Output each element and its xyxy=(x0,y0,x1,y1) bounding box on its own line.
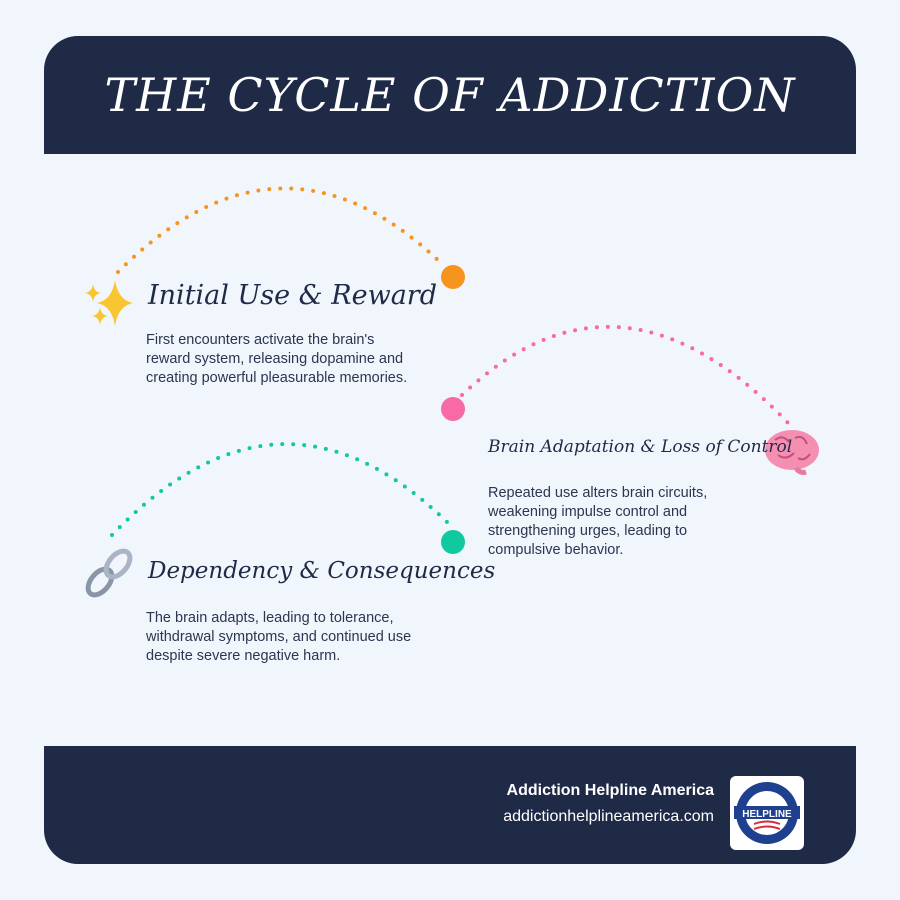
stage-description-initial-use: First encounters activate the brain's re… xyxy=(146,332,408,386)
node-brain-adaptation xyxy=(441,397,465,421)
stage-title-dependency: Dependency & Consequences xyxy=(148,558,496,584)
arc-dependency xyxy=(110,442,449,537)
brain-icon xyxy=(765,430,819,475)
stage-description-dependency: The brain adapts, leading to tolerance, … xyxy=(146,610,412,664)
arc-initial-use xyxy=(116,186,442,274)
stage-description-brain-adaptation: Repeated use alters brain circuits, weak… xyxy=(488,485,708,558)
chain-link-icon xyxy=(85,548,133,598)
infographic-card: THE CYCLE OF ADDICTION xyxy=(44,36,856,864)
node-initial-use xyxy=(441,265,465,289)
arc-brain-adaptation xyxy=(460,324,792,427)
node-dependency xyxy=(441,530,465,554)
sparkles-icon xyxy=(85,280,133,326)
stage-title-initial-use: Initial Use & Reward xyxy=(148,280,437,311)
header: THE CYCLE OF ADDICTION xyxy=(44,36,856,154)
page-title: THE CYCLE OF ADDICTION xyxy=(104,68,796,122)
stage-title-brain-adaptation: Brain Adaptation & Loss of Control xyxy=(488,437,793,457)
